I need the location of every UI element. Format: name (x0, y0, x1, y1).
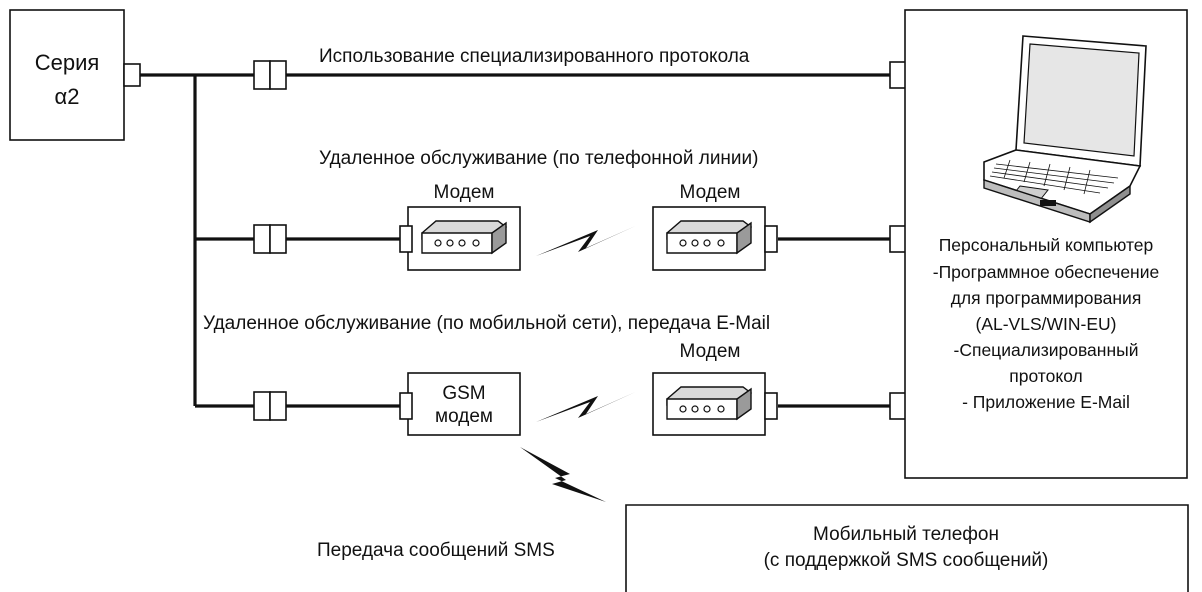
pc-software-name: (AL-VLS/WIN-EU) (976, 314, 1117, 334)
protocol-label: Использование специализированного проток… (319, 46, 750, 67)
pc-email-app: - Приложение E-Mail (962, 392, 1130, 412)
modem-label: Модем (680, 182, 741, 203)
pc-title: Персональный компьютер (939, 235, 1154, 255)
phone-modem-right: Модем (652, 182, 778, 271)
modem-port-connector (399, 225, 413, 253)
mobile-modem-right: Модем (652, 341, 778, 436)
modem-label: Модем (680, 341, 741, 362)
pc-port-connector (889, 61, 907, 89)
mobile-phone-title: Мобильный телефон (813, 524, 999, 545)
connector-icon (253, 224, 287, 254)
pc-protocol-line: -Специализированный (954, 340, 1139, 360)
gsm-label: GSM (442, 383, 485, 404)
gsm-modem: GSM модем (399, 372, 521, 436)
lightning-icon (536, 224, 640, 256)
mobile-phone-box (625, 504, 1189, 592)
lightning-icon (536, 390, 640, 422)
modem-port-connector (399, 392, 413, 420)
pc-port-connector (889, 392, 907, 420)
modem-port-connector (764, 225, 778, 253)
series-alpha2-block: Серия α2 (9, 9, 141, 141)
pc-block: Персональный компьютер -Программное обес… (904, 9, 1188, 479)
pc-port-connector (889, 225, 907, 253)
phone-modem-left: Модем (399, 182, 521, 271)
modem-port-connector (764, 392, 778, 420)
mobile-phone-subtitle: (с поддержкой SMS сообщений) (764, 550, 1049, 571)
pc-software-line: для программирования (951, 288, 1142, 308)
pc-protocol-line: протокол (1009, 366, 1083, 386)
connector-icon (253, 391, 287, 421)
modem-icon (666, 386, 752, 420)
series-port-connector (123, 63, 141, 87)
modem-label: Модем (434, 182, 495, 203)
series-model: α2 (55, 84, 80, 109)
wiring (140, 73, 890, 408)
pc-software-line: -Программное обеспечение (933, 262, 1159, 282)
sms-label: Передача сообщений SMS (317, 540, 555, 561)
remote-phone-label: Удаленное обслуживание (по телефонной ли… (319, 148, 758, 169)
mobile-phone-block: Мобильный телефон (с поддержкой SMS сооб… (625, 504, 1189, 592)
series-title: Серия (35, 50, 100, 75)
connector-icon (253, 60, 287, 90)
modem-icon (421, 220, 507, 254)
remote-mobile-label: Удаленное обслуживание (по мобильной сет… (203, 313, 770, 334)
gsm-modem-label: модем (435, 406, 493, 427)
series-box (9, 9, 125, 141)
modem-icon (666, 220, 752, 254)
lightning-icon (520, 447, 606, 502)
laptop-icon (983, 35, 1147, 224)
